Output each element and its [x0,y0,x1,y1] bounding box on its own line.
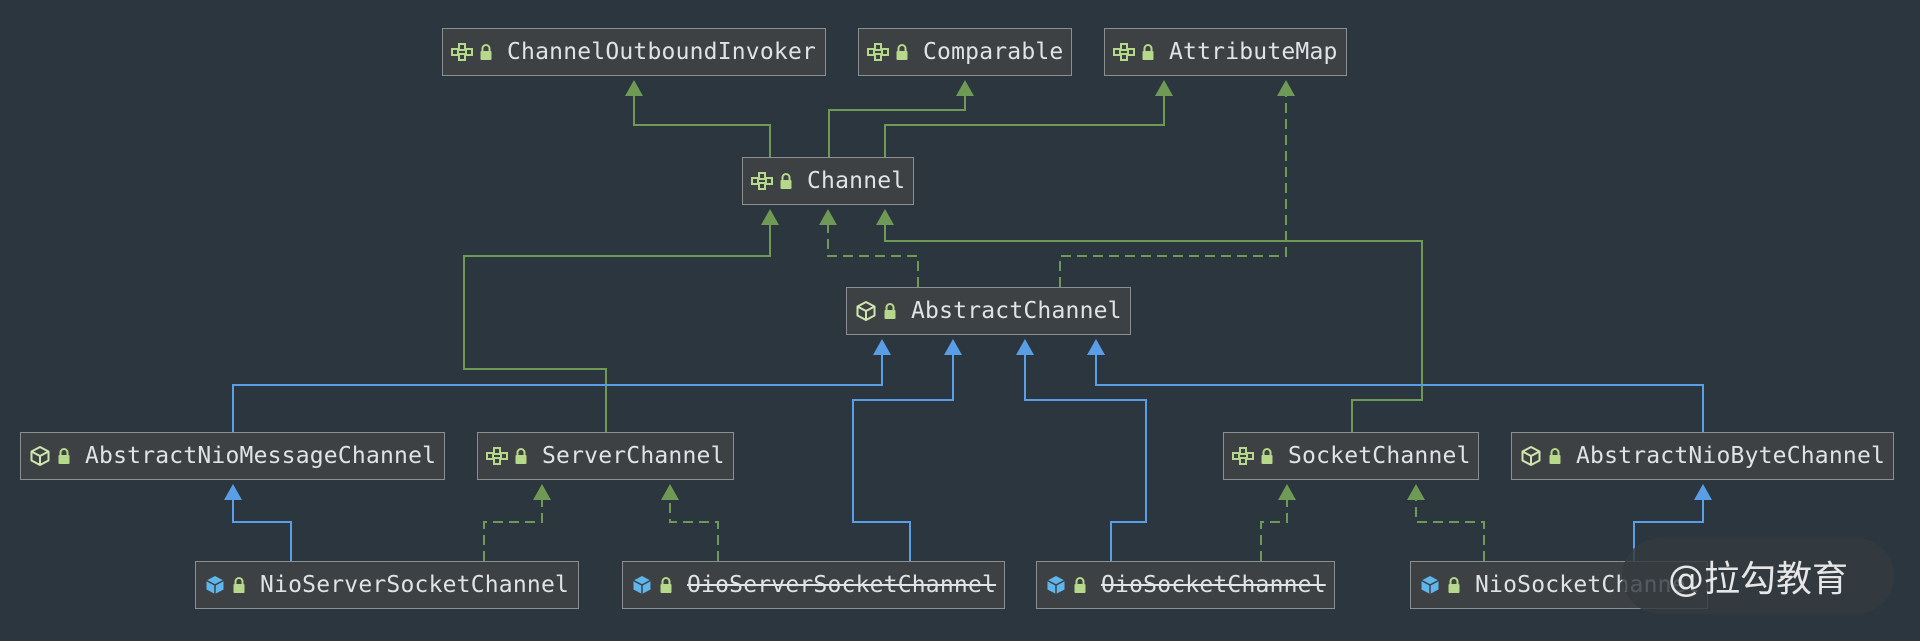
class-icon [1417,572,1443,598]
node-label: ServerChannel [542,443,725,469]
arrowhead [661,484,679,500]
lock-icon [512,444,530,468]
arrowhead [625,80,643,96]
lock-icon [1071,573,1089,597]
interface-icon [449,39,475,65]
node-oioserversocketchannel[interactable]: OioServerSocketChannel [622,561,1005,609]
node-abstractniomessagechannel[interactable]: AbstractNioMessageChannel [20,432,445,480]
interface-icon [484,443,510,469]
node-label: AttributeMap [1169,39,1338,65]
interface-icon [865,39,891,65]
edge-socketchannel-channel [884,223,1423,432]
arrowhead [1016,339,1034,355]
lock-icon [777,169,795,193]
edge-oiosocketchannel-socketchannel [1260,498,1288,561]
edge-oiosocketchannel-abstractchannel [1024,353,1147,561]
edge-nioserversocketchannel-serverchannel [483,498,543,561]
class-icon [629,572,655,598]
lock-icon [893,40,911,64]
node-label: ChannelOutboundInvoker [507,39,817,65]
node-socketchannel[interactable]: SocketChannel [1223,432,1479,480]
node-label: AbstractNioByteChannel [1576,443,1886,469]
node-label: OioSocketChannel [1101,572,1326,598]
node-channel[interactable]: Channel [742,157,914,205]
arrowhead [1155,80,1173,96]
lock-icon [1445,573,1463,597]
edge-niosocketchannel-socketchannel [1415,498,1485,561]
watermark-text: @拉勾教育 [1667,559,1848,600]
arrowhead [873,339,891,355]
node-label: AbstractNioMessageChannel [85,443,437,469]
arrowhead [1694,484,1712,500]
lock-icon [1139,40,1157,64]
node-label: SocketChannel [1288,443,1471,469]
node-label: Comparable [923,39,1064,65]
edge-abstractniobytechannel-abstractchannel [1095,353,1704,432]
edge-serverchannel-channel [463,223,771,432]
node-label: NioServerSocketChannel [260,572,570,598]
arrowhead [761,209,779,225]
watermark: @拉勾教育 [1622,538,1894,614]
edge-niosocketchannel-abstractniobytechannel [1633,498,1704,561]
edge-abstractchannel-attributemap [1059,94,1287,287]
lock-icon [1546,444,1564,468]
edge-channel-comparable [828,94,966,157]
interface-icon [749,168,775,194]
arrowhead [1278,484,1296,500]
arrowhead [1277,80,1295,96]
lock-icon [1258,444,1276,468]
arrowhead [819,209,837,225]
arrowhead [956,80,974,96]
node-label: OioServerSocketChannel [687,572,997,598]
lock-icon [881,299,899,323]
lock-icon [230,573,248,597]
node-attributemap[interactable]: AttributeMap [1104,28,1347,76]
edge-abstractchannel-channel [827,223,919,287]
lock-icon [477,40,495,64]
edge-abstractniomessagechannel-abstractchannel [232,353,883,432]
abstract-class-icon [27,443,53,469]
arrowhead [1407,484,1425,500]
abstract-class-icon [853,298,879,324]
node-nioserversocketchannel[interactable]: NioServerSocketChannel [195,561,579,609]
node-abstractchannel[interactable]: AbstractChannel [846,287,1131,335]
arrowhead [224,484,242,500]
edge-channel-attributemap [884,94,1165,157]
interface-icon [1111,39,1137,65]
lock-icon [55,444,73,468]
edge-channel-channeloutboundinvoker [633,94,771,157]
arrowhead [533,484,551,500]
node-label: AbstractChannel [911,298,1122,324]
node-serverchannel[interactable]: ServerChannel [477,432,734,480]
edge-oioserversocketchannel-serverchannel [669,498,719,561]
arrowhead [944,339,962,355]
lock-icon [657,573,675,597]
arrowhead [876,209,894,225]
node-label: Channel [807,168,906,194]
edge-nioserversocketchannel-abstractniomessagechannel [232,498,292,561]
node-oiosocketchannel[interactable]: OioSocketChannel [1036,561,1335,609]
edge-oioserversocketchannel-abstractchannel [852,353,954,561]
interface-icon [1230,443,1256,469]
arrowhead [1087,339,1105,355]
node-abstractniobytechannel[interactable]: AbstractNioByteChannel [1511,432,1894,480]
node-comparable[interactable]: Comparable [858,28,1072,76]
node-channeloutboundinvoker[interactable]: ChannelOutboundInvoker [442,28,826,76]
class-icon [202,572,228,598]
class-icon [1043,572,1069,598]
abstract-class-icon [1518,443,1544,469]
